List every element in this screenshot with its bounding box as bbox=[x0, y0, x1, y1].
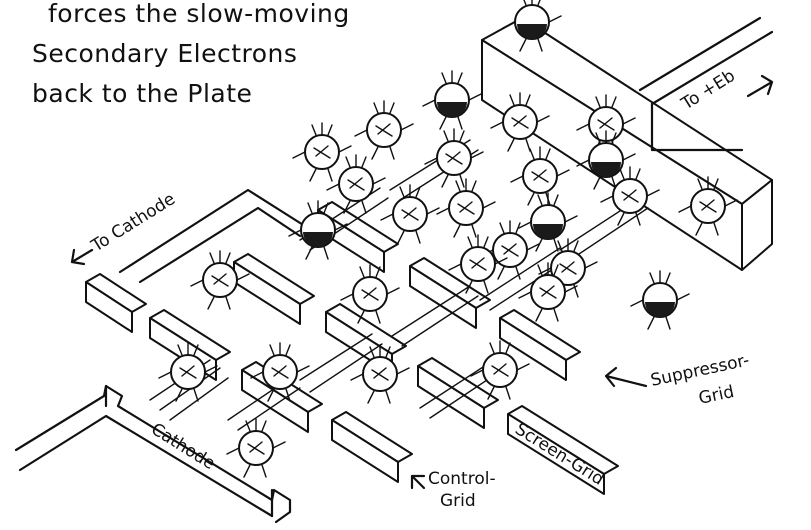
electron-character bbox=[227, 419, 285, 477]
arrow-control-grid-icon bbox=[412, 476, 424, 488]
label-control-grid-1: Control- bbox=[428, 469, 496, 489]
label-control-grid-2: Grid bbox=[440, 491, 476, 511]
electron-character bbox=[631, 271, 689, 329]
control-bar-1 bbox=[86, 274, 146, 332]
electron-character bbox=[423, 71, 481, 129]
caption-line-1: forces the slow-moving bbox=[48, 0, 350, 28]
arrow-to-cathode-icon bbox=[72, 250, 92, 264]
arrow-to-eb-icon bbox=[748, 76, 772, 96]
electron-character bbox=[381, 185, 439, 243]
label-suppressor-grid-2: Grid bbox=[697, 382, 736, 409]
label-suppressor-grid-1: Suppressor- bbox=[649, 350, 751, 390]
electron-character bbox=[355, 101, 413, 159]
label-to-cathode: To Cathode bbox=[87, 189, 179, 257]
control-bar-4 bbox=[332, 412, 412, 482]
caption-line-2: Secondary Electrons bbox=[32, 39, 297, 68]
plate bbox=[482, 18, 772, 270]
electron-character bbox=[437, 179, 495, 237]
arrow-suppressor-icon bbox=[606, 368, 646, 386]
caption-line-3: back to the Plate bbox=[32, 79, 252, 108]
electron-character bbox=[511, 147, 569, 205]
screen-bar-1 bbox=[234, 254, 314, 324]
label-to-eb: To +Eb bbox=[677, 66, 739, 115]
electron-character bbox=[293, 123, 351, 181]
